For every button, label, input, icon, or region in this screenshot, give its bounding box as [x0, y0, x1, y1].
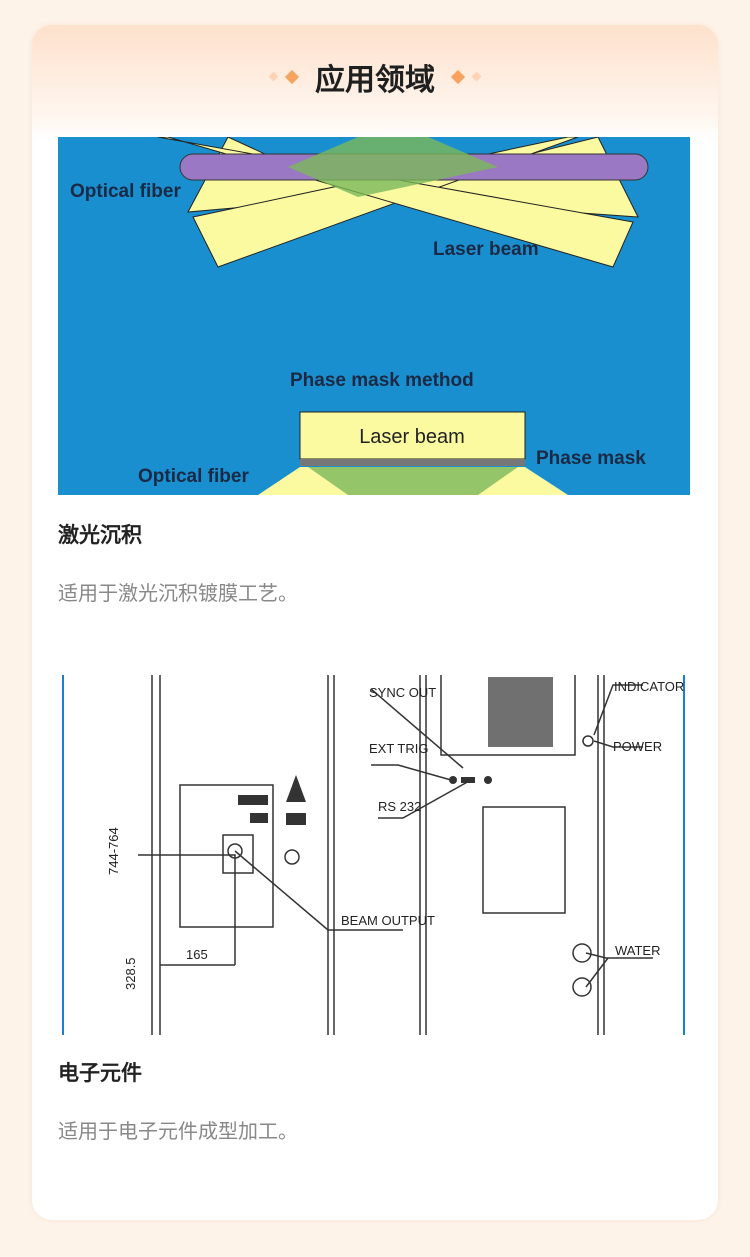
label-water: WATER [615, 943, 661, 958]
item-heading: 电子元件 [58, 1061, 142, 1085]
label-ext-trig: EXT TRIG [369, 741, 428, 756]
item-description: 适用于激光沉积镀膜工艺。 [58, 581, 298, 605]
laser-deposition-image: Optical fiber Laser beam Phase mask meth… [58, 137, 690, 495]
section-header: 应用领域 [32, 25, 718, 140]
diamond-icon [284, 69, 300, 84]
item-heading: 激光沉积 [58, 523, 142, 547]
label-laser-beam-box: Laser beam [359, 426, 465, 448]
label-power: POWER [613, 739, 662, 754]
label-dimension-3: 165 [186, 947, 208, 962]
label-sync-out: SYNC OUT [369, 685, 436, 700]
label-dimension-1: 744-764 [106, 827, 121, 875]
label-optical-fiber: Optical fiber [70, 181, 181, 202]
label-beam-output: BEAM OUTPUT [341, 913, 435, 928]
item-description: 适用于电子元件成型加工。 [58, 1119, 298, 1143]
label-laser-beam: Laser beam [433, 239, 539, 260]
label-dimension-2: 328.5 [123, 957, 138, 990]
label-indicator: INDICATOR [614, 679, 684, 694]
diamond-icon [450, 69, 466, 84]
label-method: Phase mask method [290, 370, 474, 391]
diamond-icon [471, 71, 482, 82]
diamond-icon [268, 71, 279, 82]
section-title: 应用领域 [315, 62, 435, 98]
label-optical-fiber-2: Optical fiber [138, 466, 249, 487]
label-rs232: RS 232 [378, 799, 421, 814]
label-phase-mask: Phase mask [536, 448, 646, 469]
electronic-component-image: 744-764 328.5 165 BEAM OUTPUT SYNC OUT E… [58, 675, 690, 1035]
application-card: 应用领域 Optical fiber Laser beam Phase mask… [32, 25, 718, 1220]
